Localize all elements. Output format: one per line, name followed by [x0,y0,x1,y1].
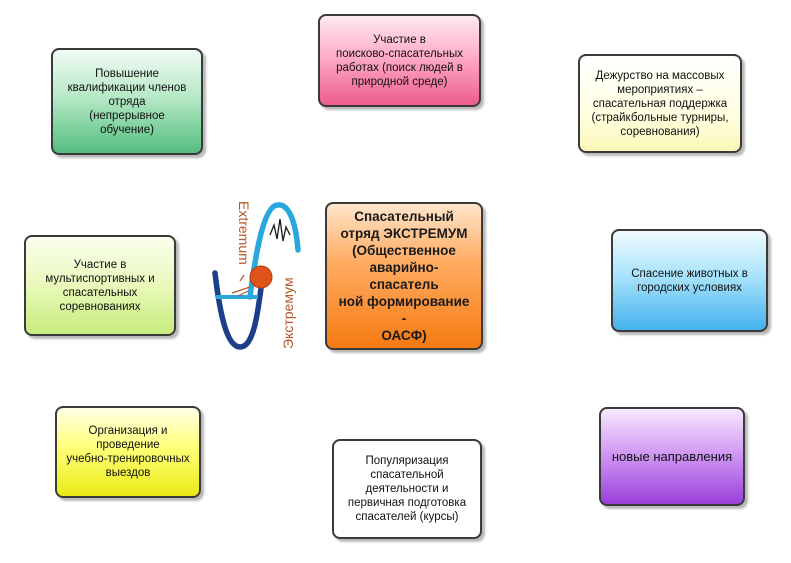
box-line: работах (поиск людей в [336,61,463,74]
center-line: отряд ЭКСТРЕМУМ [340,226,468,241]
box-line: (страйкбольные турниры, [591,111,729,124]
box-line: спасательной [370,469,444,481]
logo-wave-light [247,202,301,300]
box-line: новые направления [611,448,733,464]
box-search-rescue: Участие в поисково-спасательных работах … [318,14,481,107]
box-animal-rescue: Спасение животных в городских условиях [611,229,768,332]
center-line: (Общественное [352,243,456,258]
box-line: поисково-спасательных [335,47,464,60]
box-qualification-training: Повышение квалификации членов отряда (не… [51,48,203,155]
logo-dot [249,265,273,289]
logo-pulse [269,218,291,242]
box-popularization-courses: Популяризация спасательной деятельности … [332,439,482,539]
box-line: выездов [105,467,151,479]
center-line: ной формирование - [338,294,470,326]
box-line: спасательных [62,286,138,299]
box-line: Организация и [88,425,168,437]
box-line: спасательная поддержка [592,97,728,110]
box-line: Популяризация [365,455,449,467]
center-line: Спасательный [354,209,454,224]
box-line: соревнования) [620,125,700,138]
logo-spark [231,274,251,297]
box-new-directions: новые направления [599,407,745,506]
box-line: Спасение животных в [631,267,748,280]
logo-text-cyrillic: Экстремум [280,277,296,349]
box-line: (непрерывное обучение) [89,109,165,136]
box-line: первичная подготовка [347,497,467,509]
box-line: мероприятиях – [617,83,703,96]
center-line: аварийно-спасатель [369,260,439,292]
box-line: деятельности и [365,483,449,495]
box-line: отряда [108,95,146,108]
box-line: Участие в [373,33,426,46]
extremum-logo: Extremum Экстремум [212,201,301,350]
box-event-duty: Дежурство на массовых мероприятиях – спа… [578,54,742,153]
box-line: Повышение [95,67,159,80]
logo-text-latin: Extremum [236,201,252,265]
box-line: Дежурство на массовых [595,69,725,82]
box-line: природной среде) [351,75,448,88]
box-line: Участие в [73,258,127,271]
box-line: соревнованиях [59,300,141,313]
box-training-trips: Организация и проведение учебно-трениров… [55,406,201,498]
box-line: квалификации членов [67,81,187,94]
box-line: городских условиях [637,281,742,294]
box-line: спасателей (курсы) [355,511,459,523]
logo-wave-dark [212,270,266,350]
box-line: проведение [96,439,160,451]
box-line: мультиспортивных и [45,272,155,285]
center-line: ОАСФ) [381,328,427,343]
box-center-organization: Спасательный отряд ЭКСТРЕМУМ (Общественн… [325,202,483,350]
box-line: учебно-тренировочных [66,453,190,465]
box-multisport-competitions: Участие в мультиспортивных и спасательны… [24,235,176,336]
